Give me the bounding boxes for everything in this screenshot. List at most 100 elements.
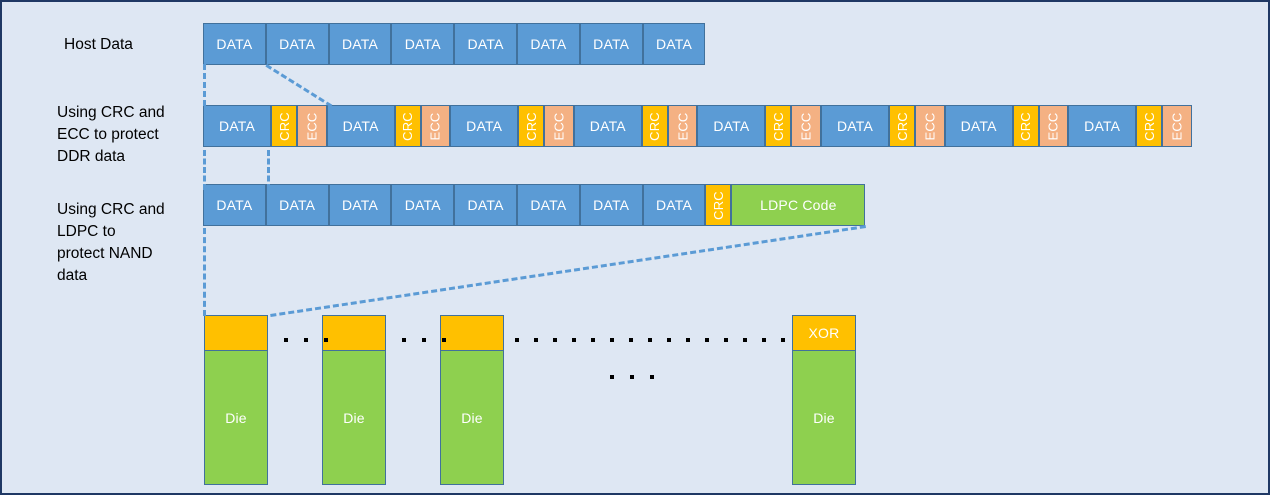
nand-ldpc-cell-9-label: LDPC Code: [760, 197, 837, 213]
ddr-data-cell-2: DATA: [450, 105, 519, 147]
ellipsis-dot: [442, 338, 446, 342]
die-body-2-label: Die: [461, 409, 483, 426]
ellipsis-long-row: [515, 338, 785, 342]
ddr-data-cell-5-label: DATA: [836, 118, 874, 134]
host-data-cell-7-label: DATA: [655, 36, 693, 52]
ddr-crc-cell-1-label: CRC: [400, 111, 416, 141]
host-data-cell-3: DATA: [391, 23, 455, 65]
ddr-data-cell-2-label: DATA: [466, 118, 503, 134]
ellipsis-dot: [324, 338, 328, 342]
die-body-0: Die: [204, 350, 268, 485]
ddr-data-cell-1-label: DATA: [342, 118, 379, 134]
nand-data-cell-6-label: DATA: [593, 197, 630, 213]
host-data-cell-4-label: DATA: [467, 36, 504, 52]
ddr-ecc-cell-4-label: ECC: [798, 111, 814, 141]
ddr-ecc-cell-1-label: ECC: [427, 111, 443, 141]
ddr-crc-cell-3: CRC: [641, 105, 668, 147]
die-body-1-label: Die: [343, 409, 365, 426]
ddr-ecc-cell-6-label: ECC: [1045, 111, 1061, 141]
host-data-cell-7: DATA: [642, 23, 706, 65]
ellipsis-dot: [534, 338, 538, 342]
row-label-nand-protection: Using CRC and LDPC to protect NAND data: [57, 201, 165, 284]
nand-data-cell-4-label: DATA: [467, 197, 504, 213]
ddr-crc-cell-3-label: CRC: [647, 111, 663, 141]
ddr-data-cell-5: DATA: [821, 105, 889, 147]
nand-data-cell-2: DATA: [328, 184, 392, 226]
ddr-data-cell-0-label: DATA: [218, 118, 256, 134]
die-body-3: Die: [792, 350, 856, 485]
ddr-crc-cell-6-label: CRC: [1018, 111, 1034, 141]
connector-diagonal-nand-to-die: [270, 225, 866, 317]
nand-data-cell-0-label: DATA: [216, 197, 253, 213]
die-top-block-1: [322, 315, 386, 351]
ellipsis-dot: [781, 338, 785, 342]
ddr-crc-cell-1: CRC: [394, 105, 421, 147]
ddr-data-cell-1: DATA: [326, 105, 395, 147]
ddr-ecc-cell-3-label: ECC: [675, 111, 691, 141]
ddr-ecc-cell-1: ECC: [420, 105, 451, 147]
nand-ldpc-cell-9: LDPC Code: [731, 184, 866, 226]
die-body-2: Die: [440, 350, 504, 485]
ddr-data-cell-7: DATA: [1068, 105, 1137, 147]
nand-data-cell-1: DATA: [265, 184, 329, 226]
ddr-crc-cell-6: CRC: [1012, 105, 1039, 147]
ellipsis-dot: [610, 375, 614, 379]
ellipsis-dot: [553, 338, 557, 342]
host-data-cell-0: DATA: [203, 23, 266, 65]
nand-data-cell-7-label: DATA: [655, 197, 693, 213]
ellipsis-dot: [284, 338, 288, 342]
nand-data-cell-5-label: DATA: [530, 197, 567, 213]
nand-data-cell-6: DATA: [579, 184, 643, 226]
ddr-crc-cell-0-label: CRC: [276, 111, 292, 141]
ddr-data-cell-7-label: DATA: [1084, 118, 1121, 134]
ellipsis-dot: [422, 338, 426, 342]
ddr-crc-cell-4-label: CRC: [770, 111, 786, 141]
ellipsis-dot: [515, 338, 519, 342]
die-body-1: Die: [322, 350, 386, 485]
ellipsis-dot: [402, 338, 406, 342]
host-data-cell-0-label: DATA: [216, 36, 253, 52]
die-body-0-label: Die: [225, 409, 247, 426]
ellipsis-dot: [572, 338, 576, 342]
nand-data-cell-0: DATA: [203, 184, 266, 226]
die-body-3-label: Die: [813, 409, 835, 426]
connector-vertical-second-mid: [267, 150, 270, 190]
ddr-data-cell-3-label: DATA: [589, 118, 626, 134]
ddr-crc-cell-5-label: CRC: [894, 111, 910, 141]
ellipsis-dot: [648, 338, 652, 342]
ddr-crc-cell-4: CRC: [765, 105, 792, 147]
host-data-cell-4: DATA: [454, 23, 517, 65]
ddr-crc-cell-5: CRC: [889, 105, 915, 147]
nand-data-cell-1-label: DATA: [279, 197, 316, 213]
ddr-ecc-cell-7: ECC: [1162, 105, 1192, 147]
host-data-cell-2: DATA: [328, 23, 392, 65]
host-data-cell-5: DATA: [517, 23, 580, 65]
nand-data-cell-5: DATA: [517, 184, 580, 226]
nand-data-cell-3-label: DATA: [404, 197, 441, 213]
ddr-ecc-cell-2-label: ECC: [551, 111, 567, 141]
ddr-data-cell-0: DATA: [203, 105, 271, 147]
ellipsis-dot: [591, 338, 595, 342]
ellipsis-between-die-2-3: [402, 338, 446, 342]
ddr-ecc-cell-5-label: ECC: [922, 111, 938, 141]
die-top-block-2: [440, 315, 504, 351]
ddr-ecc-cell-0: ECC: [297, 105, 327, 147]
ddr-data-cell-6: DATA: [944, 105, 1013, 147]
host-data-cell-6: DATA: [579, 23, 643, 65]
host-data-cell-5-label: DATA: [530, 36, 567, 52]
host-data-cell-3-label: DATA: [404, 36, 441, 52]
host-data-cell-1-label: DATA: [279, 36, 316, 52]
ellipsis-dot: [724, 338, 728, 342]
ddr-crc-cell-0: CRC: [271, 105, 297, 147]
ddr-data-cell-4-label: DATA: [713, 118, 750, 134]
ellipsis-dot: [650, 375, 654, 379]
host-data-cell-1: DATA: [265, 23, 329, 65]
row-label-ddr-protection: Using CRC and ECC to protect DDR data: [57, 104, 165, 165]
ddr-crc-cell-2-label: CRC: [523, 111, 539, 141]
host-data-cell-2-label: DATA: [341, 36, 379, 52]
ellipsis-dot: [743, 338, 747, 342]
ddr-ecc-cell-6: ECC: [1038, 105, 1069, 147]
ellipsis-lower-row: [610, 375, 654, 379]
nand-data-cell-2-label: DATA: [341, 197, 379, 213]
